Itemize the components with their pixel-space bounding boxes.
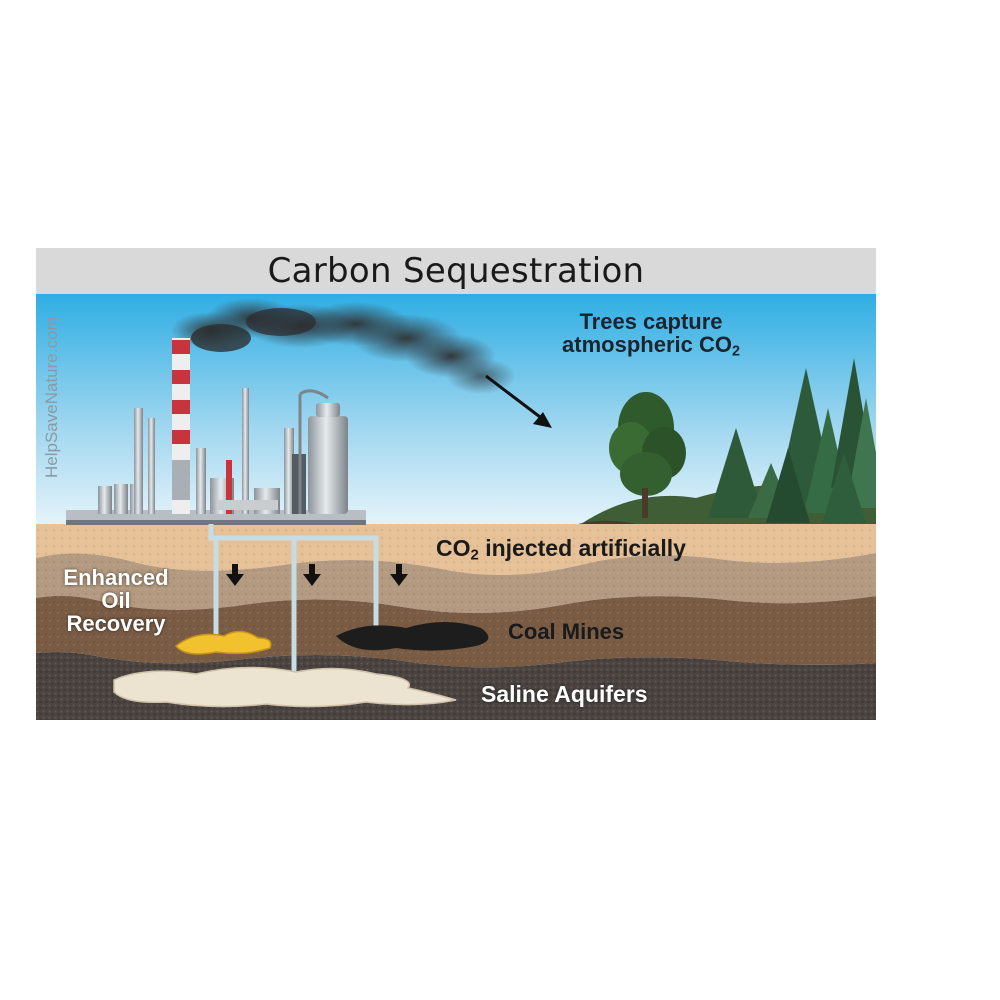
enhanced-oil-recovery-label: Enhanced Oil Recovery	[46, 566, 186, 635]
arrow-down-icon	[390, 564, 408, 586]
arrow-down-icon	[226, 564, 244, 586]
carbon-sequestration-diagram: Carbon Sequestration HelpSaveNature.com …	[36, 248, 876, 720]
arrow-diagonal-icon	[485, 374, 552, 428]
co2-injected-label: CO2 injected artificially	[436, 535, 686, 564]
eor-line2: Oil	[101, 588, 131, 614]
coal-deposit	[336, 622, 489, 651]
coal-mines-label: Coal Mines	[508, 619, 625, 644]
saline-aquifer	[113, 666, 457, 708]
saline-aquifers-label: Saline Aquifers	[481, 681, 648, 707]
chimney	[172, 338, 190, 514]
eor-line1: Enhanced	[63, 565, 169, 590]
arrow-down-icon	[303, 564, 321, 586]
eor-line3: Recovery	[66, 611, 166, 637]
watermark: HelpSaveNature.com	[42, 316, 61, 478]
smoke-plume	[171, 298, 516, 394]
diagram-title: Carbon Sequestration	[36, 248, 876, 294]
scene-illustration	[36, 288, 876, 720]
trees-label-line1: Trees capture	[579, 309, 723, 334]
injection-pipes	[208, 524, 379, 684]
oil-deposit	[174, 630, 272, 655]
trees-label-line2: atmospheric CO2	[562, 332, 740, 360]
refinery	[66, 338, 366, 525]
trees-capture-label: Trees capture atmospheric CO2	[541, 310, 761, 360]
